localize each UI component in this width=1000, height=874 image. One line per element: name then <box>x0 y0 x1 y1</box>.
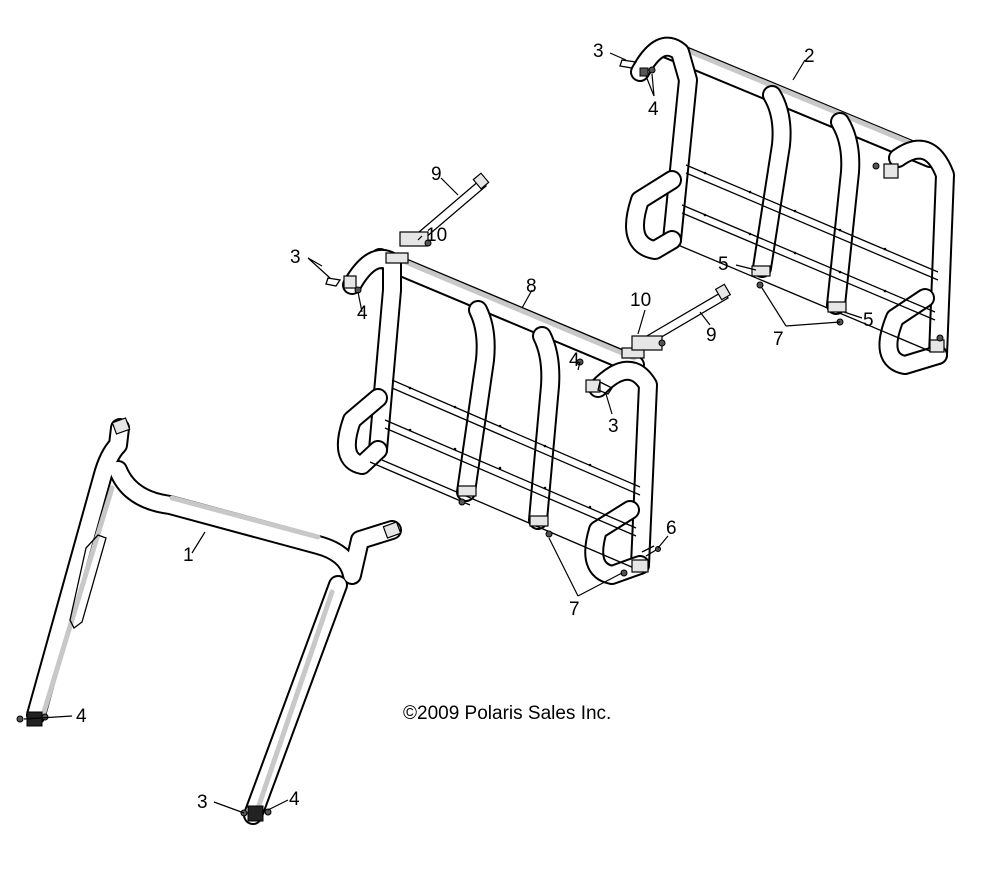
callout-7-rear: 7 <box>773 329 784 350</box>
callout-5-rear-right: 5 <box>863 310 874 331</box>
front-roll-bar <box>16 417 402 825</box>
diagonal-brace-lower <box>631 283 732 351</box>
callout-7-middle: 7 <box>569 599 580 620</box>
callout-5-rear-left: 5 <box>718 254 729 275</box>
callout-4-front-bottom: 4 <box>289 789 300 810</box>
callout-labels: 1 2 3 4 9 10 3 4 8 10 9 5 5 7 4 3 6 7 4 … <box>76 41 874 813</box>
callout-10-upper: 10 <box>426 225 447 246</box>
callout-9-lower: 9 <box>706 325 717 346</box>
callout-6: 6 <box>666 518 677 539</box>
callout-2: 2 <box>804 46 815 67</box>
callout-3-middle-right: 3 <box>608 416 619 437</box>
callout-3-middle-left: 3 <box>290 247 301 268</box>
callout-10-lower: 10 <box>630 290 651 311</box>
rear-cage-section <box>625 36 955 375</box>
leader-lines <box>23 52 863 814</box>
callout-8: 8 <box>526 276 537 297</box>
diagonal-brace-upper <box>399 172 490 247</box>
callout-3-rear: 3 <box>593 41 604 62</box>
callout-4-middle-right: 4 <box>569 350 580 371</box>
callout-3-front-bottom: 3 <box>197 792 208 813</box>
middle-cage-section <box>336 248 658 585</box>
callout-4-rear: 4 <box>648 99 659 120</box>
callout-4-front-left: 4 <box>76 706 87 727</box>
callout-1: 1 <box>183 545 194 566</box>
callout-9-upper: 9 <box>431 164 442 185</box>
callout-4-middle-left: 4 <box>357 303 368 324</box>
copyright-text: ©2009 Polaris Sales Inc. <box>403 703 611 724</box>
hardware-clusters <box>325 59 944 577</box>
